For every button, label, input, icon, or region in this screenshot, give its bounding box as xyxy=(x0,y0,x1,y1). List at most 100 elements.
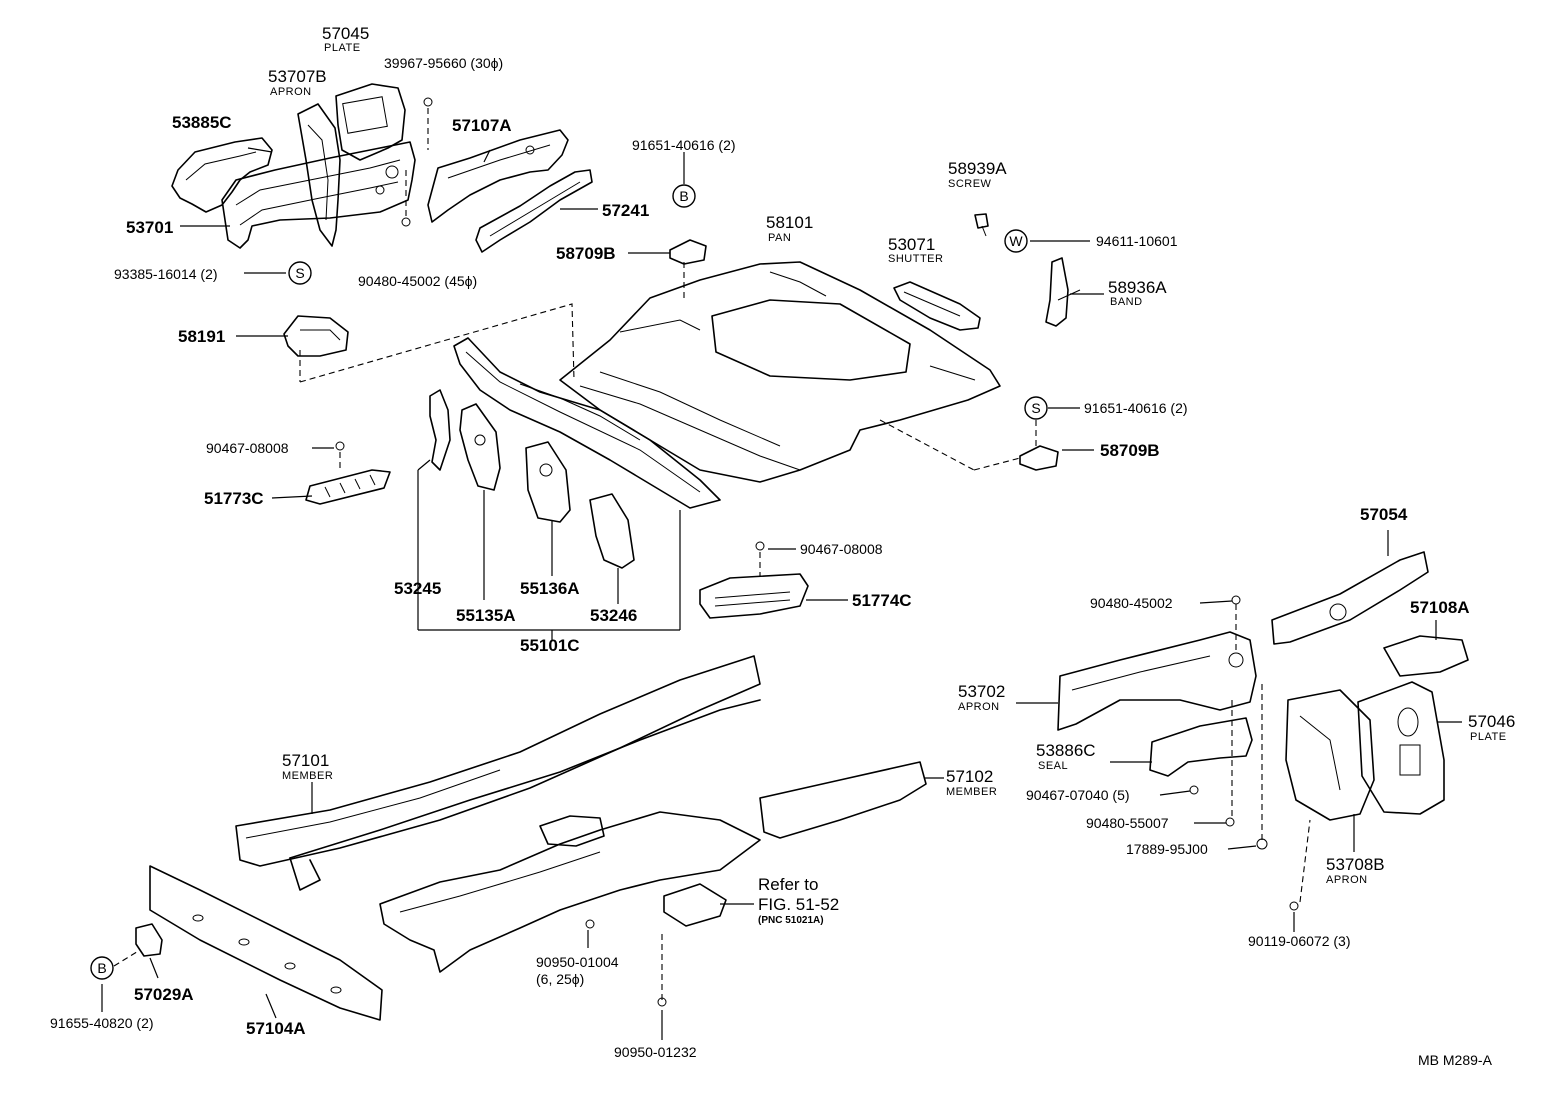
part-53707b-apron xyxy=(297,103,341,247)
label-53245: 53245 xyxy=(394,579,441,598)
part-pnc-51021a xyxy=(663,883,727,927)
part-51774c xyxy=(699,573,809,619)
part-53885c-seal xyxy=(171,137,273,213)
svg-text:W: W xyxy=(1009,233,1023,249)
label-57029a: 57029A xyxy=(134,985,194,1004)
part-58709b-top xyxy=(669,239,707,265)
figure-code: MB M289-A xyxy=(1418,1052,1493,1068)
part-57104a xyxy=(149,865,383,1021)
part-58101-pan xyxy=(559,261,1001,483)
leader-lines xyxy=(101,147,1462,1040)
fastener-90950-01004 xyxy=(585,919,595,929)
svg-text:B: B xyxy=(97,960,106,976)
label-53708b-sub: APRON xyxy=(1326,874,1368,886)
label-57046: 57046 xyxy=(1468,712,1515,731)
part-55135a xyxy=(459,403,501,491)
label-90119: 90119-06072 (3) xyxy=(1248,933,1350,949)
label-51774c: 51774C xyxy=(852,591,912,610)
symbol-b-bottom: B xyxy=(90,956,114,980)
part-58709b-right xyxy=(1019,445,1059,471)
label-57045-sub: PLATE xyxy=(324,42,361,54)
part-53701-apron xyxy=(221,141,416,249)
label-57101-sub: MEMBER xyxy=(282,770,333,782)
part-51773c xyxy=(305,469,391,505)
label-58709b-top: 58709B xyxy=(556,244,616,263)
part-58191 xyxy=(283,315,349,357)
label-53707b-sub: APRON xyxy=(270,86,312,98)
label-91651-right: 91651-40616 (2) xyxy=(1084,400,1188,416)
fastener-17889 xyxy=(1256,838,1268,850)
symbol-b-top: B xyxy=(672,184,696,208)
part-55136a xyxy=(525,441,571,523)
label-57241: 57241 xyxy=(602,201,649,220)
label-refer-pnc: (PNC 51021A) xyxy=(758,915,824,926)
label-53707b: 53707B xyxy=(268,67,327,86)
label-53702: 53702 xyxy=(958,682,1005,701)
symbol-s-left: S xyxy=(288,261,312,285)
label-94611: 94611-10601 xyxy=(1096,233,1178,249)
part-58939a-screw xyxy=(974,213,989,237)
label-90480-55007: 90480-55007 xyxy=(1086,815,1169,831)
part-53708b-apron xyxy=(1285,689,1375,821)
label-53701: 53701 xyxy=(126,218,173,237)
part-57101-member xyxy=(235,655,761,891)
fastener-90480-45002-top xyxy=(401,217,411,227)
svg-text:S: S xyxy=(1031,400,1040,416)
label-53702-sub: APRON xyxy=(958,701,1000,713)
svg-text:B: B xyxy=(679,188,688,204)
label-91651-top: 91651-40616 (2) xyxy=(632,137,736,153)
label-90467-left: 90467-08008 xyxy=(206,440,289,456)
label-53246: 53246 xyxy=(590,606,637,625)
label-57108a: 57108A xyxy=(1410,598,1470,617)
label-53885c: 53885C xyxy=(172,113,232,132)
fastener-90467-left xyxy=(335,441,345,451)
label-90467-07040: 90467-07040 (5) xyxy=(1026,787,1130,803)
label-refer-fig: FIG. 51-52 xyxy=(758,895,839,914)
label-58709b-right: 58709B xyxy=(1100,441,1160,460)
label-90467-mid: 90467-08008 xyxy=(800,541,883,557)
label-57046-sub: PLATE xyxy=(1470,731,1507,743)
symbol-s-right: S xyxy=(1024,396,1048,420)
label-57107a: 57107A xyxy=(452,116,512,135)
label-91655: 91655-40820 (2) xyxy=(50,1015,154,1031)
label-53071: 53071 xyxy=(888,235,935,254)
part-57029a xyxy=(135,923,163,957)
part-53702-apron xyxy=(1057,631,1257,731)
part-57108a xyxy=(1383,635,1469,677)
part-57046-plate xyxy=(1357,681,1445,815)
label-57045: 57045 xyxy=(322,24,369,43)
label-53708b: 53708B xyxy=(1326,855,1385,874)
fastener-39967 xyxy=(423,97,433,107)
part-57045-plate xyxy=(335,83,406,161)
label-90480-right: 90480-45002 xyxy=(1090,595,1173,611)
dashed-guides xyxy=(113,108,1311,1000)
fastener-90480-right xyxy=(1231,595,1241,605)
label-17889: 17889-95J00 xyxy=(1126,841,1208,857)
label-55135a: 55135A xyxy=(456,606,516,625)
label-90950-01004-size: (6, 25ϕ) xyxy=(536,971,584,987)
part-53245 xyxy=(429,389,451,471)
label-57104a: 57104A xyxy=(246,1019,306,1038)
label-53886c: 53886C xyxy=(1036,741,1096,760)
label-55101c: 55101C xyxy=(520,636,580,655)
label-57102: 57102 xyxy=(946,767,993,786)
label-53071-sub: SHUTTER xyxy=(888,253,943,265)
label-58939a-sub: SCREW xyxy=(948,178,992,190)
label-57102-sub: MEMBER xyxy=(946,786,997,798)
label-58936a-sub: BAND xyxy=(1110,296,1143,308)
label-refer-to: Refer to xyxy=(758,875,818,894)
label-57101: 57101 xyxy=(282,751,329,770)
label-90480-45002-top: 90480-45002 (45ϕ) xyxy=(358,273,477,289)
part-58936a-band xyxy=(1045,257,1081,327)
label-57054: 57054 xyxy=(1360,505,1408,524)
label-58101: 58101 xyxy=(766,213,813,232)
symbol-w-right: W xyxy=(1004,229,1028,253)
fastener-90467-07040 xyxy=(1189,785,1199,795)
label-58936a: 58936A xyxy=(1108,278,1167,297)
part-rail-assembly xyxy=(453,337,721,509)
fastener-90480-55007 xyxy=(1225,817,1235,827)
label-58939a: 58939A xyxy=(948,159,1007,178)
part-53886c-seal xyxy=(1149,717,1253,777)
part-53071-shutter xyxy=(893,281,981,331)
